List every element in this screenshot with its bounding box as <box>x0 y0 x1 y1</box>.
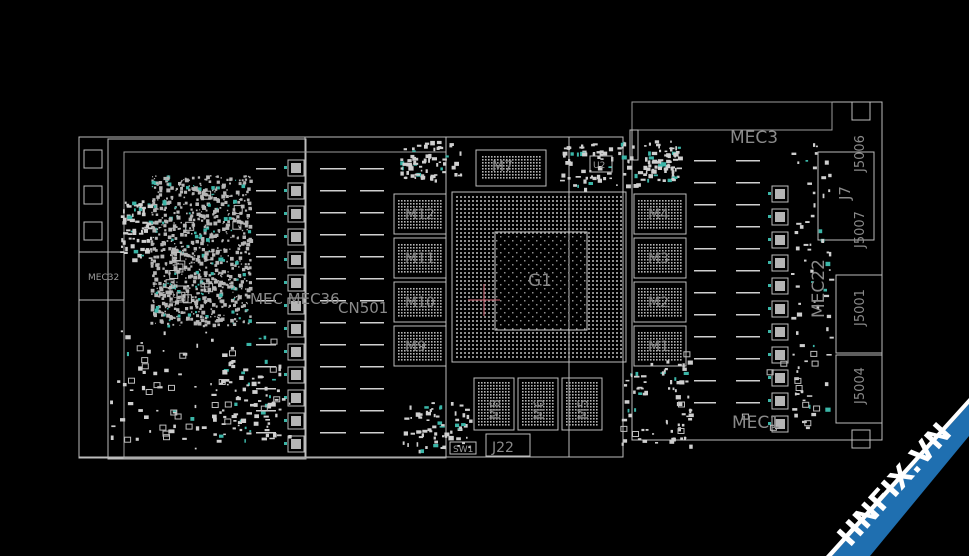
memory-chip-m7[interactable]: M7 <box>475 149 547 187</box>
connector-label: J5006 <box>853 135 868 173</box>
memory-bottom-group: M8 M6 M5 <box>473 377 603 431</box>
connector-label: J5007 <box>853 211 868 249</box>
memory-chip-m5[interactable]: M5 <box>561 377 603 431</box>
mec3-label: MEC3 <box>730 128 778 148</box>
memory-pads <box>398 332 442 361</box>
memory-pads <box>638 200 682 229</box>
memory-chip-m2[interactable]: M2 <box>633 281 687 323</box>
ic-u2[interactable]: U2 <box>589 155 613 173</box>
memory-label: M6 <box>532 399 548 420</box>
connector-label: J7 <box>836 186 854 201</box>
memory-label: M9 <box>405 339 426 355</box>
gpu-ball-grid <box>456 196 622 358</box>
memory-pads <box>398 200 442 229</box>
memory-pads <box>522 382 554 426</box>
ic-u1[interactable]: U1 <box>169 285 189 303</box>
connector-j5001[interactable]: J5001 <box>853 289 868 327</box>
memory-pads <box>566 382 598 426</box>
memory-chip-m1[interactable]: M1 <box>633 325 687 367</box>
connector-label: CN501 <box>338 299 388 317</box>
memory-pads <box>398 288 442 317</box>
memory-chip-m6[interactable]: M6 <box>517 377 559 431</box>
memory-label: M1 <box>648 339 669 355</box>
memory-label: M5 <box>576 399 592 420</box>
gpu-chip[interactable]: G1 <box>451 191 627 363</box>
connector-label: J5004 <box>853 367 868 405</box>
connector-label: J5001 <box>853 289 868 327</box>
ic-label: U2 <box>593 161 605 171</box>
memory-pads <box>638 332 682 361</box>
memory-pads <box>398 244 442 273</box>
connector-j22[interactable]: J22 <box>485 433 531 457</box>
power-stage-column-left <box>284 159 305 453</box>
switch-label: SW1 <box>453 445 473 455</box>
memory-chip-m10[interactable]: M10 <box>393 281 447 323</box>
mec1-label: MEC1 <box>732 413 780 433</box>
memory-pads <box>638 288 682 317</box>
connector-j7[interactable]: J7 <box>836 186 854 201</box>
ic-label: U1 <box>172 291 184 301</box>
memory-pads <box>478 382 510 426</box>
memory-label: M7 <box>492 159 513 175</box>
memory-label: M10 <box>405 295 435 311</box>
connector-cn501[interactable]: CN501 <box>338 299 388 317</box>
memory-pads <box>638 244 682 273</box>
mec22-label: MEC22 <box>809 259 829 318</box>
memory-label: M8 <box>488 399 504 420</box>
memory-pads <box>482 156 541 179</box>
memory-chip-m8[interactable]: M8 <box>473 377 515 431</box>
small-components <box>110 140 835 454</box>
watermark-text: HNFIX.VN <box>831 416 958 552</box>
vrm-trace-rows-left <box>256 168 384 434</box>
memory-label: M11 <box>405 251 435 267</box>
connector-j5006[interactable]: J5006 <box>853 135 868 173</box>
memory-right-group: M4 M3 M2 M1 <box>633 193 687 367</box>
power-stage-column-right <box>768 185 789 433</box>
connector-j5004[interactable]: J5004 <box>853 367 868 405</box>
watermark-banner: HNFIX.VN <box>826 398 969 556</box>
connector-j5007[interactable]: J5007 <box>853 211 868 249</box>
memory-chip-m3[interactable]: M3 <box>633 237 687 279</box>
mec36-label: MEC MEC36 <box>250 290 340 308</box>
memory-chip-m12[interactable]: M12 <box>393 193 447 235</box>
mounting-pads-left <box>83 101 871 449</box>
memory-label: M4 <box>648 207 669 223</box>
switch-sw1[interactable]: SW1 <box>449 441 477 455</box>
memory-chip-m4[interactable]: M4 <box>633 193 687 235</box>
vrm-trace-rows-right <box>694 160 760 404</box>
memory-label: M2 <box>648 295 669 311</box>
mec32-label: MEC32 <box>88 273 119 283</box>
memory-chip-m9[interactable]: M9 <box>393 325 447 367</box>
gpu-label: G1 <box>528 271 552 291</box>
memory-label: M3 <box>648 251 669 267</box>
dense-component-cluster <box>150 175 254 328</box>
memory-chip-m11[interactable]: M11 <box>393 237 447 279</box>
memory-label: M12 <box>405 207 435 223</box>
connector-label: J22 <box>491 440 514 456</box>
memory-left-group: M12 M11 M10 M9 <box>393 193 447 367</box>
